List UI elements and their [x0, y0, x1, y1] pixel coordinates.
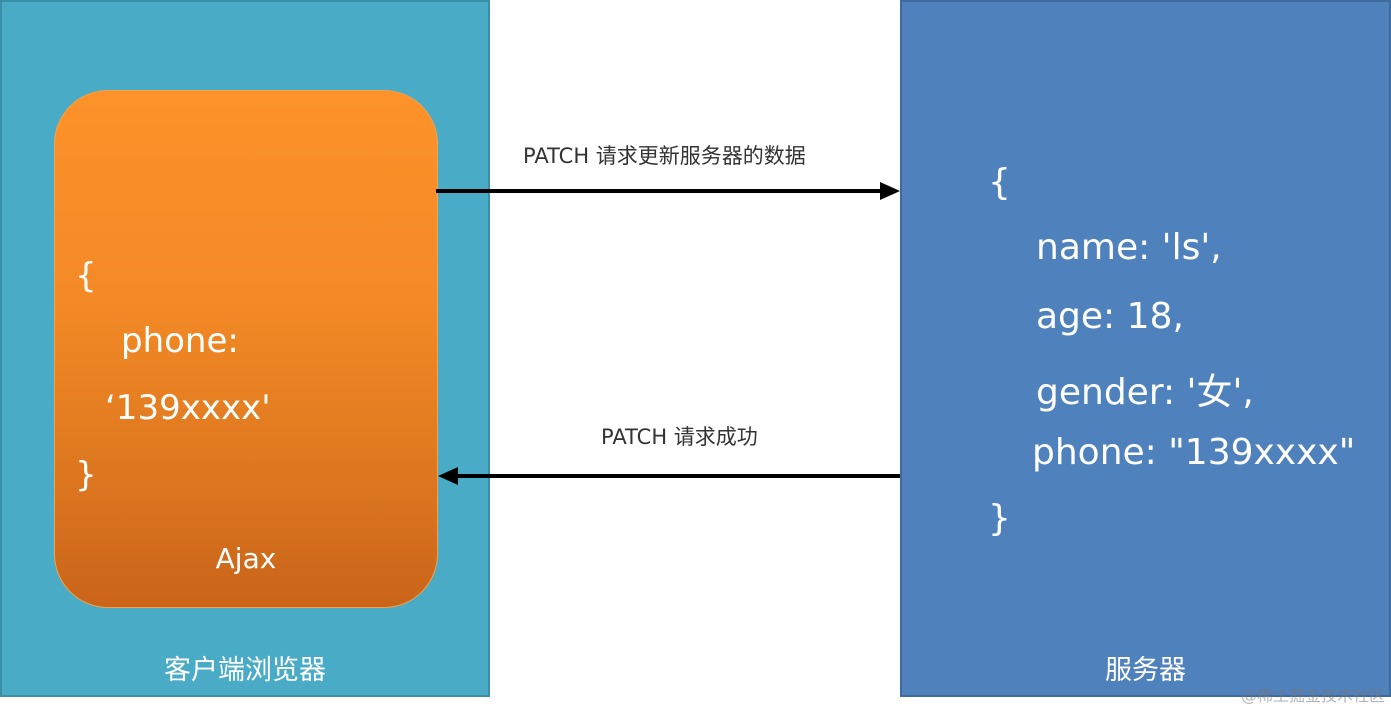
server-field-name: name: 'ls', — [1036, 227, 1222, 268]
ajax-field-key: phone: — [121, 321, 239, 361]
watermark: @稀土掘金技术社区 — [1240, 686, 1385, 705]
client-browser-label: 客户端浏览器 — [164, 655, 326, 686]
ajax-close-brace: } — [75, 455, 97, 495]
response-label: PATCH 请求成功 — [601, 425, 758, 449]
server-field-gender: gender: '女', — [1036, 372, 1254, 413]
request-arrow-head — [880, 182, 900, 200]
client-browser-panel: { phone: ‘139xxxx' } Ajax 客户端浏览器 — [0, 0, 490, 697]
ajax-field-value: ‘139xxxx' — [105, 388, 271, 428]
server-panel: { name: 'ls', age: 18, gender: '女', phon… — [900, 0, 1391, 697]
server-field-age: age: 18, — [1036, 296, 1184, 337]
ajax-label: Ajax — [215, 542, 277, 575]
ajax-card: { phone: ‘139xxxx' } Ajax — [54, 90, 438, 608]
ajax-open-brace: { — [75, 256, 97, 296]
server-field-phone: phone: "139xxxx" — [1032, 432, 1356, 473]
server-close-brace: } — [988, 498, 1011, 539]
server-open-brace: { — [988, 162, 1011, 203]
server-label: 服务器 — [1105, 655, 1186, 686]
request-label: PATCH 请求更新服务器的数据 — [523, 144, 806, 168]
